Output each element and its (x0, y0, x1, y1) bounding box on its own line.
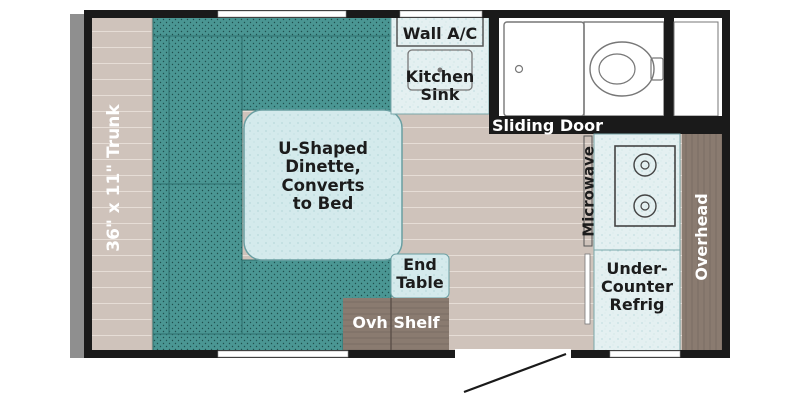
window-top-ac (399, 10, 483, 18)
kitchen-sink-label: Kitchen Sink (405, 67, 475, 104)
dinette-back-cushion (152, 15, 392, 37)
dinette-front-cushion (152, 333, 344, 353)
microwave-outline (583, 135, 593, 247)
dinette-label: U-Shaped Dinette, Converts to Bed (278, 139, 368, 214)
bathroom-rear-wall (664, 16, 674, 120)
overhead-cabinet (682, 134, 722, 352)
end-table-label: End Table (396, 255, 444, 292)
front-wall-cap (70, 14, 84, 358)
wall-bottom (84, 350, 730, 358)
ovh-shelf-label: Ovh Shelf (352, 313, 440, 332)
ovh-shelf-left (343, 298, 391, 352)
dinette-seat-top-left (168, 35, 243, 185)
dinette-table (243, 109, 403, 261)
window-top-left (217, 10, 347, 18)
wall-ac-label: Wall A/C (402, 24, 478, 43)
microwave-label: Microwave (579, 146, 598, 237)
entry-door-opening (455, 349, 571, 359)
cooktop (614, 145, 676, 227)
sliding-door-label: Sliding Door (492, 116, 603, 135)
entry-door-swing (463, 352, 567, 394)
dinette-left-cushion-bottom (152, 183, 170, 335)
wall-right (722, 10, 730, 358)
sliding-door-header (489, 116, 722, 134)
dinette-left-cushion-top (152, 35, 170, 185)
trunk-label: 36" x 11" Trunk (104, 104, 124, 252)
sink-basin (407, 49, 473, 91)
bathroom-divider (489, 16, 499, 122)
galley-counter (593, 133, 681, 353)
dinette-seat-bottom-left (168, 183, 243, 335)
trunk (90, 16, 152, 352)
dinette-seat-top-right (241, 35, 392, 111)
under-counter-refrig-label: Under- Counter Refrig (601, 259, 673, 314)
wall-left (84, 10, 92, 358)
window-bottom-left (217, 350, 349, 358)
bathroom (489, 16, 722, 120)
ovh-shelf-right (391, 298, 449, 352)
overhead-label: Overhead (692, 193, 712, 281)
window-right-rear (609, 350, 681, 358)
